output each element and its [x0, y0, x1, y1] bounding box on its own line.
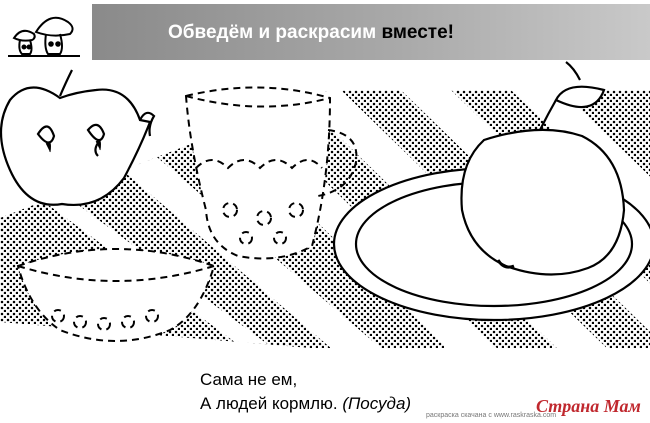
cup-icon [184, 86, 358, 260]
title-main: Обведём и раскрасим [168, 22, 377, 43]
coloring-artwork [0, 61, 650, 348]
page-title: Обведём и раскрасим вместе! [168, 20, 454, 46]
apple-icon [0, 69, 156, 206]
riddle-line-2-text: А людей кормлю. [200, 394, 338, 413]
mushroom-mascot-icon [8, 16, 80, 57]
header-banner [92, 4, 650, 60]
title-highlight: вместе! [381, 22, 455, 43]
riddle-line-1: Сама не ем, [200, 370, 298, 389]
riddle-line-2: А людей кормлю. (Посуда) [200, 392, 411, 416]
credit-text: раскраска скачана с www.raskraska.com [426, 412, 557, 419]
watermark-logo: Страна Мам [536, 396, 641, 416]
bowl-icon [16, 248, 216, 342]
apple-on-plate-icon [460, 61, 626, 276]
riddle-text: Сама не ем, А людей кормлю. (Посуда) [200, 368, 411, 416]
riddle-answer: (Посуда) [342, 394, 412, 413]
